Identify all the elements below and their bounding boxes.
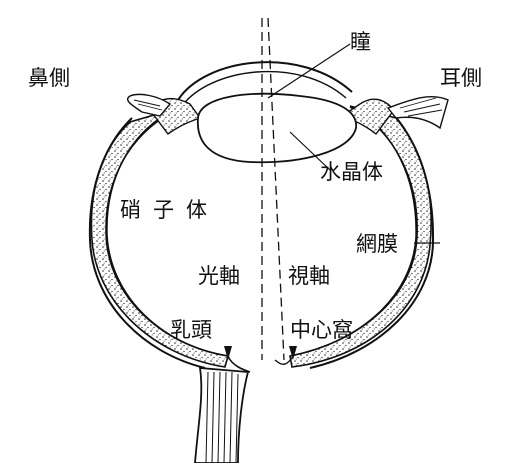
lens-leader [289, 131, 331, 171]
lens [196, 92, 357, 164]
nasal-side-label: 鼻側 [28, 66, 70, 90]
optic-nerve [194, 367, 250, 463]
muscle-temporal [386, 96, 449, 130]
visual-axis-line [267, 17, 285, 361]
retina-label: 網膜 [356, 232, 398, 256]
optic-nerve-fibers [205, 371, 239, 463]
retina-contour-temporal [289, 106, 418, 357]
visual-axis-label: 視軸 [288, 264, 330, 288]
muscle-nasal [126, 93, 172, 117]
retina-contour [105, 109, 229, 357]
pupil-label: 瞳 [350, 30, 371, 54]
pupil-leader [267, 43, 351, 99]
outer-contour [88, 117, 206, 369]
optic-disc-arrow [224, 346, 232, 360]
temporal-side-label: 耳側 [440, 66, 482, 90]
fovea-arrow [289, 346, 297, 360]
sclera-wall-temporal [289, 105, 432, 368]
lens-label: 水晶体 [320, 160, 383, 184]
outer-contour-temporal [309, 114, 435, 369]
cornea [177, 61, 353, 101]
optic-disc-label: 乳頭 [170, 318, 212, 342]
fovea-dip [274, 357, 293, 365]
optic-disc-cup [227, 355, 251, 373]
fovea-label: 中心窩 [290, 318, 353, 342]
cornea-inner [181, 70, 347, 107]
vitreous-label: 硝子体 [120, 198, 219, 222]
optical-axis-label: 光軸 [198, 264, 240, 288]
